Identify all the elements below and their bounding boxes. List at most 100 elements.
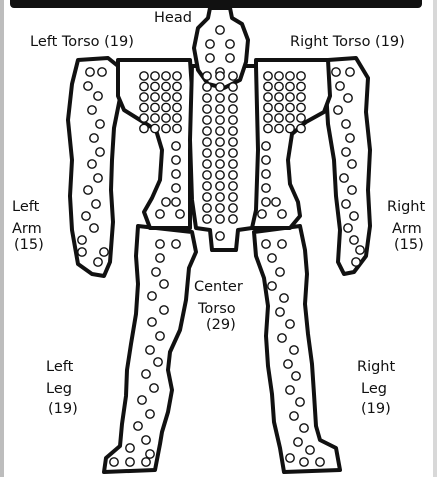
center-torso-armor-pip[interactable]	[216, 105, 224, 113]
right-leg-armor-pip[interactable]	[296, 398, 304, 406]
left-arm-armor-pip[interactable]	[82, 212, 90, 220]
head-armor-pip[interactable]	[226, 54, 234, 62]
left-torso-armor-pip[interactable]	[162, 198, 170, 206]
right-torso-armor-pip[interactable]	[262, 142, 270, 150]
center-torso-armor-pip[interactable]	[229, 127, 237, 135]
left-leg-armor-pip[interactable]	[142, 436, 150, 444]
left-torso-armor-pip[interactable]	[151, 124, 159, 132]
right-torso-armor-pip[interactable]	[286, 124, 294, 132]
left-leg-armor-pip[interactable]	[142, 370, 150, 378]
left-arm-armor-pip[interactable]	[92, 200, 100, 208]
left-leg-armor-pip[interactable]	[146, 346, 154, 354]
left-arm-armor-pip[interactable]	[90, 134, 98, 142]
right-arm-armor-pip[interactable]	[352, 258, 360, 266]
left-arm-armor-pip[interactable]	[86, 68, 94, 76]
left-leg-armor-pip[interactable]	[156, 254, 164, 262]
right-leg-armor-pip[interactable]	[286, 320, 294, 328]
center-torso-armor-pip[interactable]	[216, 193, 224, 201]
left-torso-armor-pip[interactable]	[162, 114, 170, 122]
center-torso-armor-pip[interactable]	[229, 160, 237, 168]
left-torso-armor-pip[interactable]	[173, 103, 181, 111]
left-torso-armor-pip[interactable]	[162, 103, 170, 111]
center-torso-armor-pip[interactable]	[229, 204, 237, 212]
left-torso-armor-pip[interactable]	[172, 170, 180, 178]
right-torso-armor-pip[interactable]	[275, 124, 283, 132]
right-torso-armor-pip[interactable]	[264, 124, 272, 132]
right-torso-armor-pip[interactable]	[272, 198, 280, 206]
center-torso-armor-pip[interactable]	[216, 116, 224, 124]
left-torso-armor-pip[interactable]	[151, 93, 159, 101]
right-leg-armor-pip[interactable]	[276, 268, 284, 276]
center-torso-armor-pip[interactable]	[203, 193, 211, 201]
head-armor-pip[interactable]	[206, 40, 214, 48]
right-torso-armor-pip[interactable]	[275, 82, 283, 90]
center-torso-armor-pip[interactable]	[203, 138, 211, 146]
right-torso-armor-pip[interactable]	[297, 72, 305, 80]
head-armor-pip[interactable]	[216, 26, 224, 34]
left-arm-armor-pip[interactable]	[88, 106, 96, 114]
left-arm-armor-pip[interactable]	[88, 160, 96, 168]
right-leg-armor-pip[interactable]	[262, 240, 270, 248]
center-torso-armor-pip[interactable]	[229, 215, 237, 223]
right-torso-armor-pip[interactable]	[264, 93, 272, 101]
center-torso-armor-pip[interactable]	[216, 171, 224, 179]
left-leg-armor-pip[interactable]	[152, 268, 160, 276]
right-leg-armor-pip[interactable]	[300, 424, 308, 432]
left-torso-armor-pip[interactable]	[172, 198, 180, 206]
center-torso-armor-pip[interactable]	[216, 182, 224, 190]
right-torso-armor-pip[interactable]	[297, 93, 305, 101]
right-torso-armor-pip[interactable]	[262, 170, 270, 178]
left-arm-armor-pip[interactable]	[84, 82, 92, 90]
left-arm-armor-pip[interactable]	[98, 68, 106, 76]
center-torso-armor-pip[interactable]	[216, 215, 224, 223]
left-torso-armor-pip[interactable]	[173, 93, 181, 101]
right-leg-armor-pip[interactable]	[292, 372, 300, 380]
right-arm-armor-pip[interactable]	[350, 236, 358, 244]
right-arm-armor-pip[interactable]	[346, 134, 354, 142]
center-torso-armor-pip[interactable]	[229, 182, 237, 190]
left-torso-armor-pip[interactable]	[140, 82, 148, 90]
right-leg-armor-pip[interactable]	[284, 360, 292, 368]
center-torso-armor-pip[interactable]	[203, 182, 211, 190]
right-leg-armor-pip[interactable]	[276, 308, 284, 316]
left-leg-armor-pip[interactable]	[172, 240, 180, 248]
left-torso-armor-pip[interactable]	[162, 93, 170, 101]
left-torso-armor-pip[interactable]	[140, 124, 148, 132]
center-torso-armor-pip[interactable]	[229, 138, 237, 146]
left-torso-armor-pip[interactable]	[172, 184, 180, 192]
right-torso-armor-pip[interactable]	[297, 82, 305, 90]
left-torso-armor-pip[interactable]	[140, 103, 148, 111]
right-torso-armor-pip[interactable]	[297, 114, 305, 122]
left-torso-armor-pip[interactable]	[172, 156, 180, 164]
right-arm-armor-pip[interactable]	[356, 246, 364, 254]
center-torso-armor-pip[interactable]	[203, 160, 211, 168]
left-torso-armor-pip[interactable]	[176, 210, 184, 218]
left-leg-armor-pip[interactable]	[142, 458, 150, 466]
right-leg-armor-pip[interactable]	[268, 254, 276, 262]
center-torso-armor-pip[interactable]	[229, 72, 237, 80]
center-torso-armor-pip[interactable]	[216, 83, 224, 91]
left-torso-armor-pip[interactable]	[172, 142, 180, 150]
right-leg-armor-pip[interactable]	[286, 454, 294, 462]
center-torso-armor-pip[interactable]	[216, 149, 224, 157]
right-leg-armor-pip[interactable]	[316, 458, 324, 466]
left-torso-armor-pip[interactable]	[151, 103, 159, 111]
left-arm-armor-pip[interactable]	[100, 248, 108, 256]
right-leg-armor-pip[interactable]	[300, 458, 308, 466]
right-leg-armor-pip[interactable]	[278, 334, 286, 342]
right-torso-armor-pip[interactable]	[278, 210, 286, 218]
right-arm-armor-pip[interactable]	[348, 186, 356, 194]
left-arm-armor-pip[interactable]	[94, 174, 102, 182]
center-torso-armor-pip[interactable]	[216, 138, 224, 146]
left-torso-armor-pip[interactable]	[151, 72, 159, 80]
center-torso-armor-pip[interactable]	[229, 149, 237, 157]
center-torso-armor-pip[interactable]	[203, 83, 211, 91]
center-torso-armor-pip[interactable]	[203, 127, 211, 135]
left-torso-armor-pip[interactable]	[162, 124, 170, 132]
right-arm-armor-pip[interactable]	[344, 224, 352, 232]
center-torso-armor-pip[interactable]	[203, 94, 211, 102]
center-torso-armor-pip[interactable]	[203, 116, 211, 124]
left-leg-armor-pip[interactable]	[146, 410, 154, 418]
center-torso-armor-pip[interactable]	[229, 193, 237, 201]
left-leg-armor-pip[interactable]	[146, 450, 154, 458]
